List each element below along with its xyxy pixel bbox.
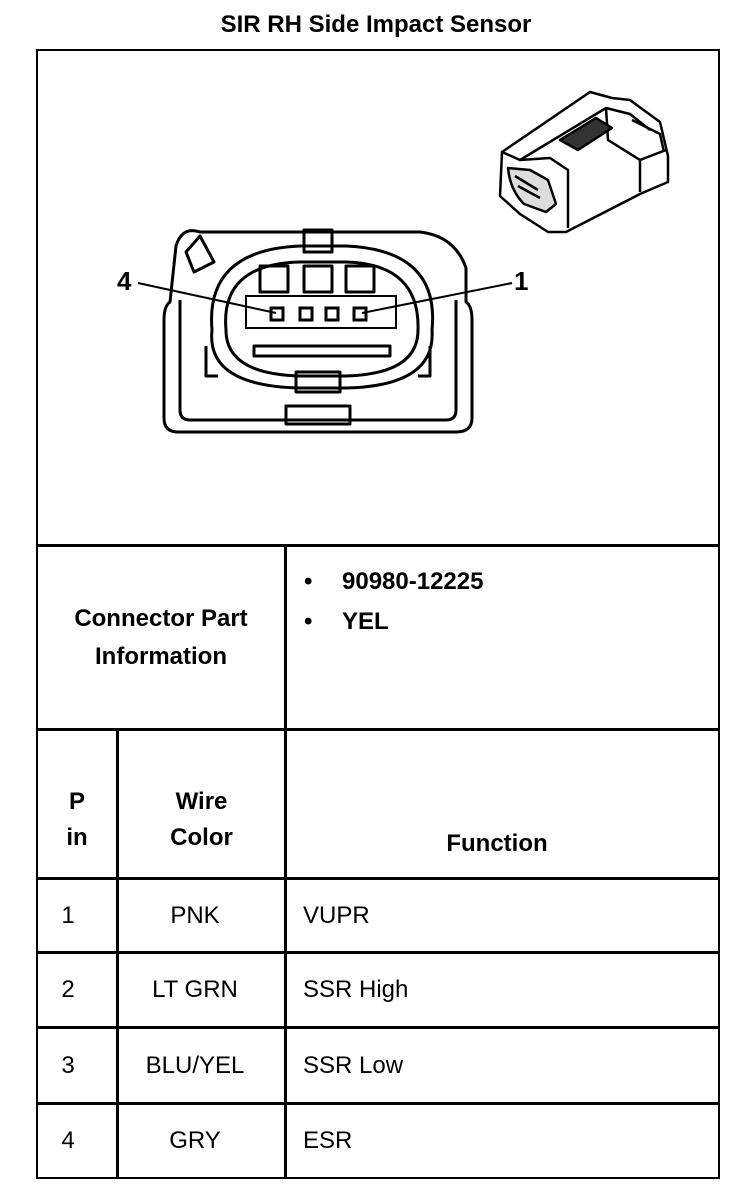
list-item: • YEL	[304, 602, 483, 642]
divider-row-3	[36, 1102, 720, 1105]
connector-info-list: • 90980-12225 • YEL	[304, 562, 483, 642]
row-4-pin: 4	[61, 1127, 75, 1154]
header-pin-line2: in	[66, 824, 88, 851]
divider-info-bottom	[36, 728, 720, 731]
header-wire-line1: Wire	[175, 788, 228, 815]
bullet-icon: •	[304, 608, 313, 635]
list-item: • 90980-12225	[304, 562, 483, 602]
connector-table-frame	[36, 49, 720, 1179]
connector-diagram: 4 1	[117, 90, 670, 434]
divider-header-bottom	[36, 877, 720, 880]
row-4-wire: GRY	[169, 1127, 221, 1154]
divider-row-1	[36, 951, 720, 954]
row-3-function: SSR Low	[303, 1051, 404, 1079]
pin-cavity-4	[269, 306, 285, 322]
row-3-wire: BLU/YEL	[145, 1051, 245, 1079]
header-function-label: Function	[446, 830, 548, 857]
pin-label-1: 1	[514, 266, 528, 296]
connector-info-label-line1: Connector Part	[74, 604, 248, 632]
header-wire-color: Wire Color	[119, 770, 284, 870]
row-2-function: SSR High	[303, 976, 409, 1003]
header-pin: P in	[38, 770, 116, 870]
bullet-icon: •	[304, 568, 313, 595]
pin-cavity-3	[298, 306, 314, 322]
mating-connector-illustration	[498, 90, 670, 234]
connector-info-label-line2: Information	[95, 642, 227, 670]
header-wire-line2: Color	[170, 824, 233, 851]
row-2-wire: LT GRN	[152, 976, 238, 1003]
pin-label-4: 4	[117, 266, 132, 296]
header-pin-line1: P	[68, 788, 85, 815]
row-3-pin: 3	[61, 1051, 75, 1079]
divider-info-vertical	[284, 544, 287, 1179]
row-1-pin: 1	[61, 901, 75, 929]
pin-cavity-2	[324, 306, 340, 322]
connector-color: YEL	[342, 608, 389, 635]
pin-cavity-1	[352, 306, 368, 322]
pin-4-leader	[137, 282, 277, 314]
pin-cavities	[245, 295, 397, 329]
connector-part-number: 90980-12225	[342, 568, 484, 595]
connector-housing-outline	[162, 229, 474, 434]
row-4-function: ESR	[303, 1127, 353, 1154]
pin-1-leader	[361, 282, 513, 314]
divider-diagram-bottom	[36, 544, 720, 547]
connector-inner-cavity	[210, 244, 435, 390]
header-function: Function	[287, 824, 707, 864]
connector-info-label: Connector Part Information	[38, 547, 284, 728]
row-1-wire: PNK	[170, 901, 220, 929]
page-title: SIR RH Side Impact Sensor	[220, 11, 532, 38]
divider-row-2	[36, 1026, 720, 1029]
row-2-pin: 2	[61, 976, 75, 1003]
row-1-function: VUPR	[303, 901, 370, 929]
